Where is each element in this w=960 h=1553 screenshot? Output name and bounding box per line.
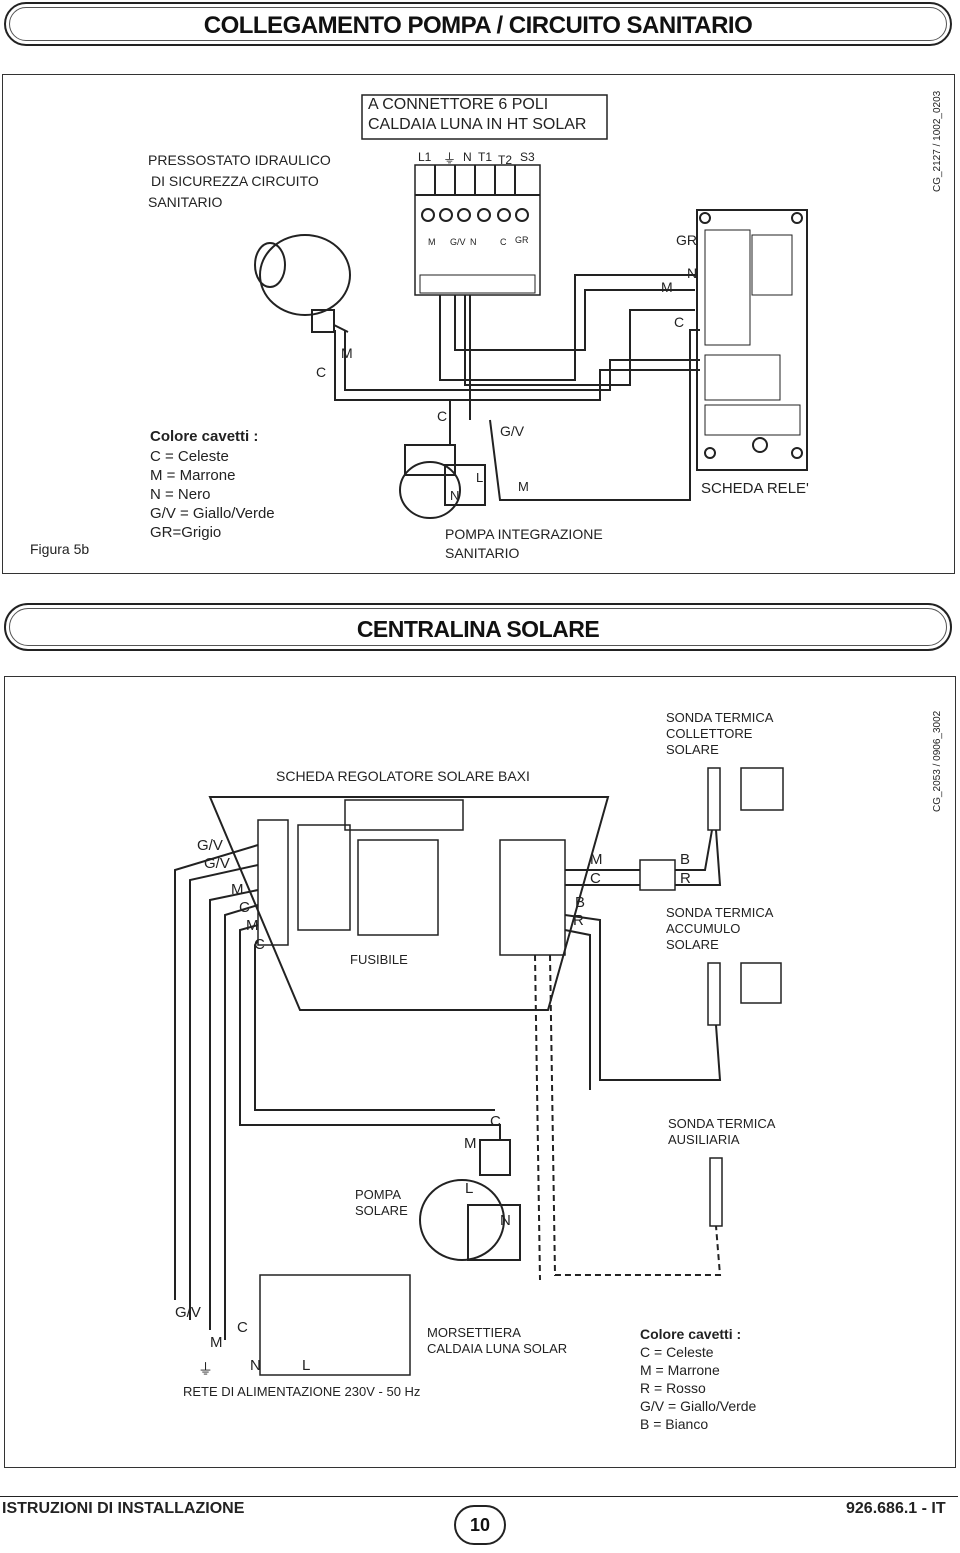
legend-bottom-b: B = Bianco: [640, 1416, 709, 1432]
pin-wire-gr: GR: [515, 235, 529, 245]
legend-top-gv: G/V = Giallo/Verde: [150, 505, 275, 522]
section-title: CENTRALINA SOLARE: [356, 616, 600, 642]
header-banner: COLLEGAMENTO POMPA / CIRCUITO SANITARIO: [4, 2, 952, 46]
pompa-solare-line2: SOLARE: [355, 1203, 408, 1218]
legend-bottom-gv: G/V = Giallo/Verde: [640, 1398, 757, 1414]
scheda-regolatore-title: SCHEDA REGOLATORE SOLARE BAXI: [276, 768, 530, 784]
legend-bottom-m: M = Marrone: [640, 1362, 720, 1378]
wire-probe-b: B: [680, 851, 691, 868]
legend-title-top: Colore cavetti :: [150, 428, 259, 445]
sonda-accumulo-line1: SONDA TERMICA: [666, 905, 774, 920]
wire-left-gv2: G/V: [204, 855, 230, 872]
sonda-collettore-line3: SOLARE: [666, 742, 719, 757]
wire-gr: GR: [676, 232, 697, 248]
morsettiera-line2: CALDAIA LUNA SOLAR: [427, 1341, 568, 1356]
pin-wire-m: M: [428, 237, 436, 247]
sonda-collettore-line2: COLLETTORE: [666, 726, 753, 741]
sonda-ausiliaria-line1: SONDA TERMICA: [668, 1116, 776, 1131]
wire-right-r: R: [573, 912, 584, 929]
wire-right-b: B: [575, 894, 586, 911]
wire-probe-r: R: [680, 870, 691, 887]
figure-5b-frame: [2, 74, 955, 574]
footer-left: ISTRUZIONI DI INSTALLAZIONE: [2, 1500, 245, 1517]
pressostato-line2: DI SICUREZZA CIRCUITO: [151, 173, 319, 189]
wire-left-gv1: G/V: [197, 837, 223, 854]
wire-left-c2: C: [254, 936, 265, 953]
wire-left-m2: M: [246, 917, 259, 934]
legend-bottom-r: R = Rosso: [640, 1380, 706, 1396]
wire-m-pump: M: [518, 479, 529, 494]
footer-rule: [0, 1496, 958, 1497]
legend-top-n: N = Nero: [150, 486, 211, 503]
pin-label-n: N: [463, 150, 472, 164]
wire-pump-l: L: [465, 1180, 474, 1197]
wire-n-pump: N: [450, 488, 460, 503]
pin-label-t2: T2: [498, 153, 513, 167]
wire-left-m1: M: [231, 881, 244, 898]
pin-label-t1: T1: [478, 150, 493, 164]
sonda-collettore-line1: SONDA TERMICA: [666, 710, 774, 725]
ground-symbol: ⏚: [443, 151, 457, 166]
legend-title-bottom: Colore cavetti :: [640, 1326, 742, 1342]
wire-left-c1: C: [239, 899, 250, 916]
wire-bottom-n: N: [250, 1357, 261, 1374]
wire-c: C: [674, 314, 685, 330]
connector-title-line2: CALDAIA LUNA IN HT SOLAR: [368, 116, 587, 133]
pin-wire-gv: G/V: [450, 237, 466, 247]
wire-right-m: M: [590, 851, 603, 868]
pin-wire-c: C: [500, 237, 507, 247]
wire-pump-m: M: [464, 1135, 477, 1152]
pompa-integrazione-line2: SANITARIO: [445, 545, 520, 561]
wire-bottom-l: L: [302, 1357, 311, 1374]
pin-label-l1: L1: [418, 150, 432, 164]
sonda-accumulo-line3: SOLARE: [666, 937, 719, 952]
page-number: 10: [469, 1515, 491, 1535]
legend-top-gr: GR=Grigio: [150, 524, 222, 541]
wire-c-press: C: [316, 364, 327, 380]
pin-wire-n: N: [470, 237, 477, 247]
legend-top-m: M = Marrone: [150, 467, 236, 484]
wire-right-c: C: [590, 870, 601, 887]
fusibile-label: FUSIBILE: [350, 952, 408, 967]
pompa-integrazione-line1: POMPA INTEGRAZIONE: [445, 526, 603, 542]
page-title: COLLEGAMENTO POMPA / CIRCUITO SANITARIO: [203, 12, 753, 39]
wire-n: N: [687, 265, 698, 281]
morsettiera-line1: MORSETTIERA: [427, 1325, 521, 1340]
pin-label-s3: S3: [520, 150, 535, 164]
pompa-solare-line1: POMPA: [355, 1187, 401, 1202]
wire-l-pump: L: [476, 470, 484, 485]
section-banner: CENTRALINA SOLARE: [4, 603, 952, 651]
connector-title-line1: A CONNETTORE 6 POLI: [368, 96, 549, 113]
wire-m: M: [661, 279, 673, 295]
page-number-badge: 10: [454, 1505, 506, 1545]
sonda-ausiliaria-line2: AUSILIARIA: [668, 1132, 740, 1147]
legend-bottom-c: C = Celeste: [640, 1344, 714, 1360]
wire-m-press: M: [341, 345, 353, 361]
scheda-rele: SCHEDA RELE': [701, 480, 809, 497]
wire-bottom-m: M: [210, 1334, 223, 1351]
rete-alimentazione: RETE DI ALIMENTAZIONE 230V - 50 Hz: [183, 1384, 421, 1399]
footer-right: 926.686.1 - IT: [846, 1500, 946, 1517]
wire-bottom-gv: G/V: [175, 1304, 201, 1321]
pressostato-line1: PRESSOSTATO IDRAULICO: [148, 152, 331, 168]
wire-bottom-c: C: [237, 1319, 248, 1336]
ground-symbol-bottom: ⏚: [198, 1361, 214, 1378]
pressostato-line3: SANITARIO: [148, 194, 223, 210]
centralina-frame: [4, 676, 956, 1468]
figure-label: Figura 5b: [30, 541, 90, 557]
sonda-accumulo-line2: ACCUMULO: [666, 921, 741, 936]
wire-pump-n: N: [500, 1212, 511, 1229]
legend-top-c: C = Celeste: [150, 448, 229, 465]
wire-gv-pump: G/V: [500, 423, 525, 439]
wire-c-pump: C: [437, 408, 448, 424]
wire-pump-c: C: [490, 1113, 501, 1130]
